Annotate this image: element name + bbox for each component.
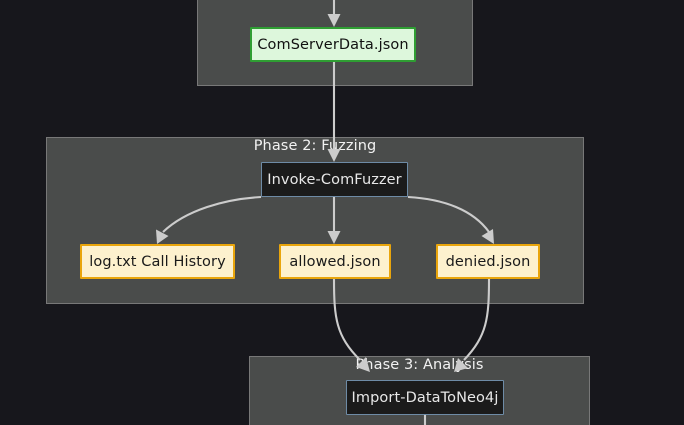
node-allowed-json[interactable]: allowed.json <box>279 244 391 279</box>
node-invoke-comfuzzer[interactable]: Invoke-ComFuzzer <box>261 162 408 197</box>
node-log-txt-call-history[interactable]: log.txt Call History <box>80 244 235 279</box>
node-com-server-data[interactable]: ComServerData.json <box>250 27 416 62</box>
node-import-data-to-neo4j[interactable]: Import-DataToNeo4j <box>346 380 504 415</box>
node-denied-json[interactable]: denied.json <box>436 244 540 279</box>
subgraph-phase-2-title: Phase 2: Fuzzing <box>253 138 377 154</box>
subgraph-phase-3-title: Phase 3: Analysis <box>355 357 484 373</box>
